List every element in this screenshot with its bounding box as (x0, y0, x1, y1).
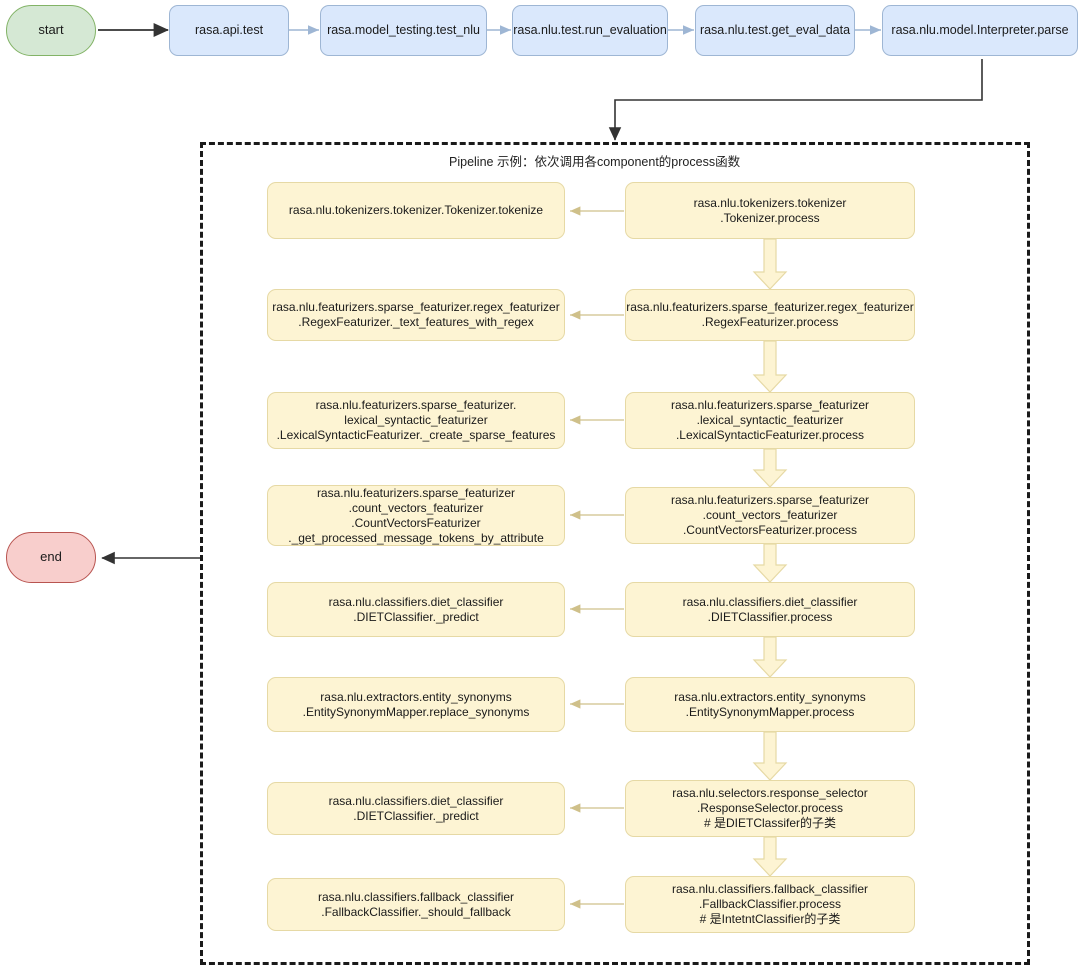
node-call-test-get-eval-data[interactable]: rasa.nlu.test.get_eval_data (695, 5, 855, 56)
pipeline-group-title: Pipeline 示例：依次调用各component的process函数 (449, 155, 741, 169)
node-process-regex-featurizer[interactable]: rasa.nlu.featurizers.sparse_featurizer.r… (625, 289, 915, 341)
node-call-model-testing-test-nlu[interactable]: rasa.model_testing.test_nlu (320, 5, 487, 56)
node-process-response-selector[interactable]: rasa.nlu.selectors.response_selector .Re… (625, 780, 915, 837)
node-detail-diet-predict[interactable]: rasa.nlu.classifiers.diet_classifier .DI… (267, 582, 565, 637)
node-call-rasa-api-test[interactable]: rasa.api.test (169, 5, 289, 56)
node-detail-count-vectors-tokens[interactable]: rasa.nlu.featurizers.sparse_featurizer .… (267, 485, 565, 546)
node-call-test-run-evaluation[interactable]: rasa.nlu.test.run_evaluation (512, 5, 668, 56)
node-process-entity-synonym-mapper[interactable]: rasa.nlu.extractors.entity_synonyms .Ent… (625, 677, 915, 732)
node-detail-lexical-create-sparse-features[interactable]: rasa.nlu.featurizers.sparse_featurizer. … (267, 392, 565, 449)
node-detail-should-fallback[interactable]: rasa.nlu.classifiers.fallback_classifier… (267, 878, 565, 931)
node-process-count-vectors-featurizer[interactable]: rasa.nlu.featurizers.sparse_featurizer .… (625, 487, 915, 544)
node-process-fallback-classifier[interactable]: rasa.nlu.classifiers.fallback_classifier… (625, 876, 915, 933)
node-process-lexical-syntactic-featurizer[interactable]: rasa.nlu.featurizers.sparse_featurizer .… (625, 392, 915, 449)
node-start[interactable]: start (6, 5, 96, 56)
node-end[interactable]: end (6, 532, 96, 583)
node-detail-tokenizer-tokenize[interactable]: rasa.nlu.tokenizers.tokenizer.Tokenizer.… (267, 182, 565, 239)
pipeline-group-container (200, 142, 1030, 965)
node-detail-regex-text-features[interactable]: rasa.nlu.featurizers.sparse_featurizer.r… (267, 289, 565, 341)
node-detail-replace-synonyms[interactable]: rasa.nlu.extractors.entity_synonyms .Ent… (267, 677, 565, 732)
edge-parse-to-pipeline (608, 59, 983, 141)
node-process-diet-classifier[interactable]: rasa.nlu.classifiers.diet_classifier .DI… (625, 582, 915, 637)
node-detail-response-selector-predict[interactable]: rasa.nlu.classifiers.diet_classifier .DI… (267, 782, 565, 835)
node-call-interpreter-parse[interactable]: rasa.nlu.model.Interpreter.parse (882, 5, 1078, 56)
node-process-tokenizer[interactable]: rasa.nlu.tokenizers.tokenizer .Tokenizer… (625, 182, 915, 239)
